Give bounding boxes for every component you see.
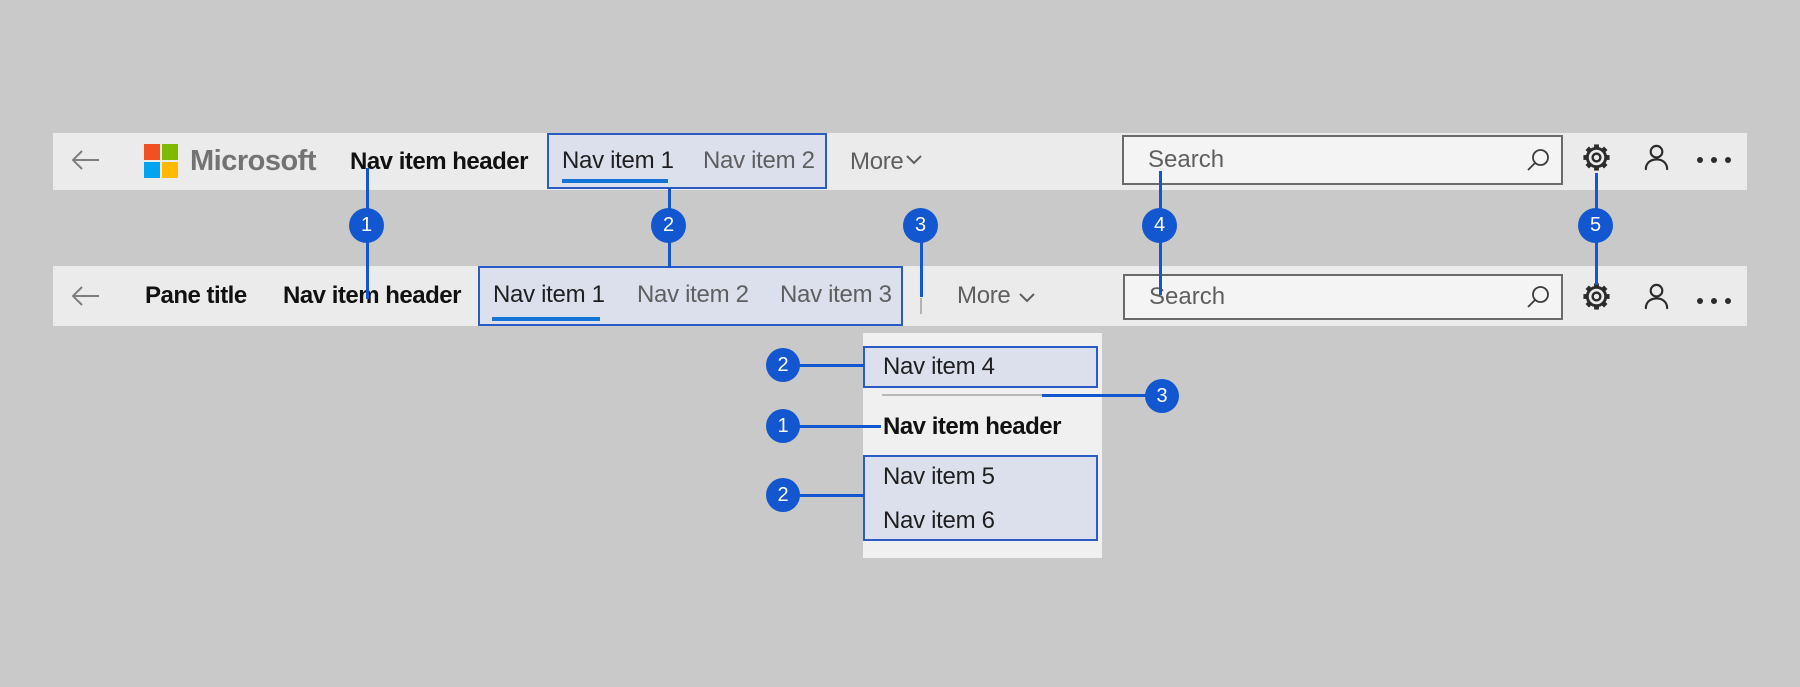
pane-settings-button[interactable] (1581, 281, 1612, 312)
pane-more-options-button[interactable] (1695, 296, 1733, 306)
nav-overflow-divider (920, 298, 922, 314)
top-account-button[interactable] (1641, 142, 1672, 173)
top-more-button[interactable]: More (850, 148, 904, 175)
ellipsis-icon (1695, 153, 1733, 168)
pane-more-button[interactable]: More (957, 282, 1011, 309)
microsoft-logo-squares-icon (144, 144, 178, 182)
pane-nav-item-header[interactable]: Nav item header (283, 282, 461, 309)
pane-account-button[interactable] (1641, 281, 1672, 312)
callout-line (1595, 173, 1598, 212)
callout-4: 4 (1142, 208, 1177, 243)
callout-2-dropdown-item: 2 (766, 348, 800, 382)
dropdown-nav-item-header[interactable]: Nav item header (883, 413, 1061, 440)
back-arrow-icon (69, 286, 101, 312)
ellipsis-icon (1695, 294, 1733, 309)
dropdown-item-5[interactable]: Nav item 5 (883, 463, 995, 490)
callout-3: 3 (903, 208, 938, 243)
callout-line (668, 242, 671, 268)
pane-title: Pane title (145, 282, 247, 309)
dropdown-item-4-highlight (863, 346, 1098, 388)
callout-line (366, 242, 369, 299)
microsoft-logo[interactable] (144, 144, 178, 183)
callout-1-dropdown-header: 1 (766, 409, 800, 443)
callout-2: 2 (651, 208, 686, 243)
pane-back-button[interactable] (69, 283, 101, 309)
callout-2-dropdown-items: 2 (766, 478, 800, 512)
callout-line (1159, 242, 1162, 295)
top-chevron-down-icon[interactable] (906, 155, 922, 165)
callout-line (1159, 171, 1162, 212)
dropdown-item-4[interactable]: Nav item 4 (883, 353, 995, 380)
pane-nav-item-2[interactable]: Nav item 2 (637, 281, 749, 308)
pane-selected-underline (492, 317, 600, 321)
callout-line (1042, 394, 1146, 397)
pane-nav-item-1[interactable]: Nav item 1 (493, 281, 605, 308)
callout-1: 1 (349, 208, 384, 243)
callout-line (366, 168, 369, 212)
pane-search-icon[interactable] (1524, 283, 1552, 311)
person-icon (1641, 283, 1672, 315)
pane-search-input[interactable] (1123, 274, 1563, 320)
top-settings-button[interactable] (1581, 142, 1612, 173)
dropdown-item-6[interactable]: Nav item 6 (883, 507, 995, 534)
top-search-icon[interactable] (1524, 146, 1552, 174)
callout-line (799, 494, 864, 497)
top-nav-item-header[interactable]: Nav item header (350, 148, 528, 175)
microsoft-logo-text[interactable]: Microsoft (190, 145, 317, 177)
top-nav-item-1[interactable]: Nav item 1 (562, 147, 674, 174)
callout-line (1595, 242, 1598, 285)
dropdown-separator (882, 394, 1042, 396)
callout-5: 5 (1578, 208, 1613, 243)
callout-line (799, 425, 881, 428)
pane-nav-item-3[interactable]: Nav item 3 (780, 281, 892, 308)
top-more-options-button[interactable] (1695, 155, 1733, 165)
top-nav-item-2[interactable]: Nav item 2 (703, 147, 815, 174)
top-search-input[interactable] (1122, 135, 1563, 185)
back-arrow-icon (69, 150, 101, 176)
gear-icon (1581, 283, 1612, 315)
callout-line (668, 188, 671, 212)
person-icon (1641, 144, 1672, 176)
callout-line (799, 364, 864, 367)
pane-chevron-down-icon[interactable] (1019, 293, 1035, 303)
callout-line (920, 242, 923, 297)
callout-3-dropdown-separator: 3 (1145, 379, 1179, 413)
back-button[interactable] (69, 147, 101, 173)
gear-icon (1581, 144, 1612, 176)
dropdown-items-5-6-highlight (863, 455, 1098, 541)
pane-nav-group-highlight (478, 266, 903, 326)
top-selected-underline (562, 179, 668, 183)
